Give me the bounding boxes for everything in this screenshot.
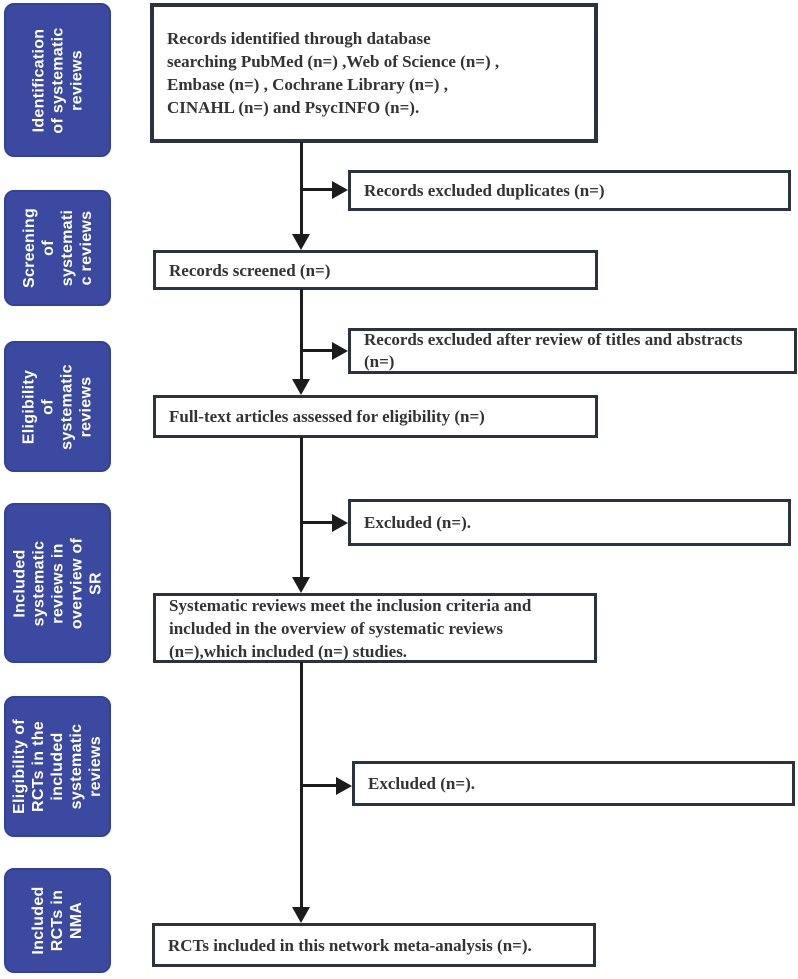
stage-included-rcts: Included RCTs in NMA	[4, 868, 111, 973]
branch-arrow-head-1	[332, 181, 348, 199]
stage-screening-label: Screening of systemati c reviews	[20, 207, 95, 289]
stage-included-sr-label: Included systematic reviews in overview …	[11, 537, 104, 629]
branch-arrow-line-2	[300, 349, 334, 352]
branch-arrow-line-1	[300, 188, 334, 191]
flow-arrow-head-down-3	[292, 577, 310, 593]
flow-arrow-line-3	[300, 437, 303, 579]
flow-arrow-head-down-2	[292, 379, 310, 395]
box-records-screened: Records screened (n=)	[153, 250, 598, 290]
stage-identification-label: Identification of systematic reviews	[30, 26, 85, 134]
box-fulltext-assessed: Full-text articles assessed for eligibil…	[153, 395, 598, 438]
box-records-identified-text: Records identified through database sear…	[167, 29, 500, 117]
stage-eligibility-label: Eligibility of systematic reviews	[20, 363, 95, 450]
box-excluded-rcts-text: Excluded (n=).	[368, 774, 475, 793]
stage-identification: Identification of systematic reviews	[4, 3, 111, 157]
box-excluded-fulltext-text: Excluded (n=).	[364, 513, 471, 532]
box-excluded-titles-abstracts-text: Records excluded after review of titles …	[364, 330, 743, 371]
box-rcts-included-nma-text: RCTs included in this network meta-analy…	[168, 935, 532, 955]
branch-arrow-head-3	[332, 514, 348, 532]
flow-arrow-head-down-1	[292, 234, 310, 250]
box-excluded-rcts: Excluded (n=).	[352, 761, 795, 806]
box-excluded-titles-abstracts: Records excluded after review of titles …	[348, 328, 797, 374]
box-records-identified: Records identified through database sear…	[150, 3, 598, 143]
box-excluded-fulltext: Excluded (n=).	[348, 499, 791, 546]
stage-eligibility: Eligibility of systematic reviews	[4, 341, 111, 472]
stage-included-rcts-label: Included RCTs in NMA	[30, 886, 85, 955]
box-excluded-duplicates-text: Records excluded duplicates (n=)	[364, 181, 605, 200]
stage-screening: Screening of systemati c reviews	[4, 190, 111, 306]
branch-arrow-head-2	[332, 342, 348, 360]
box-systematic-reviews-included: Systematic reviews meet the inclusion cr…	[153, 593, 597, 663]
box-systematic-reviews-included-text: Systematic reviews meet the inclusion cr…	[169, 595, 532, 661]
stage-eligibility-rcts-label: Eligibility of RCTs in the included syst…	[11, 719, 104, 814]
branch-arrow-head-4	[336, 777, 352, 795]
flow-arrow-line-2	[300, 289, 303, 381]
box-records-screened-text: Records screened (n=)	[169, 260, 331, 280]
box-rcts-included-nma: RCTs included in this network meta-analy…	[152, 923, 596, 967]
stage-eligibility-rcts: Eligibility of RCTs in the included syst…	[4, 696, 111, 837]
box-excluded-duplicates: Records excluded duplicates (n=)	[348, 170, 791, 211]
box-fulltext-assessed-text: Full-text articles assessed for eligibil…	[169, 407, 485, 426]
stage-included-sr: Included systematic reviews in overview …	[4, 503, 111, 663]
flow-arrow-head-down-4	[292, 907, 310, 923]
branch-arrow-line-4	[300, 784, 338, 787]
branch-arrow-line-3	[300, 521, 334, 524]
